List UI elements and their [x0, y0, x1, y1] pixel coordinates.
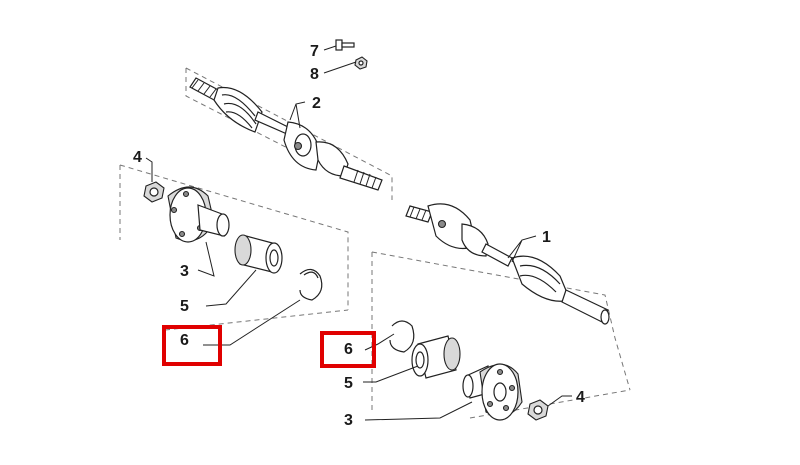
right-bearing [411, 335, 461, 379]
callout-5-right: 5 [344, 375, 353, 392]
left-bearing [234, 234, 283, 274]
right-snap-ring [389, 320, 415, 353]
callout-1: 1 [542, 229, 551, 246]
callout-4-left: 4 [133, 149, 142, 166]
callout-3-right: 3 [344, 412, 353, 429]
callout-8: 8 [310, 66, 319, 83]
leader-lines [145, 45, 572, 421]
callout-2: 2 [312, 95, 321, 112]
right-wheel-hub [462, 363, 523, 421]
callout-6-right: 6 [344, 341, 353, 358]
callout-7: 7 [310, 43, 319, 60]
callout-4-right: 4 [576, 389, 585, 406]
left-nut [143, 181, 165, 203]
lower-drive-shaft [405, 203, 610, 325]
right-nut [527, 399, 549, 421]
callout-5-left: 5 [180, 298, 189, 315]
washer [354, 56, 368, 70]
highlight-box-left [162, 325, 222, 366]
bolt [335, 39, 355, 51]
left-wheel-hub [167, 186, 230, 243]
highlight-box-right [320, 331, 376, 368]
callout-3-left: 3 [180, 263, 189, 280]
left-snap-ring [299, 268, 323, 301]
callout-6-left: 6 [180, 332, 189, 349]
upper-drive-shaft [189, 77, 383, 191]
